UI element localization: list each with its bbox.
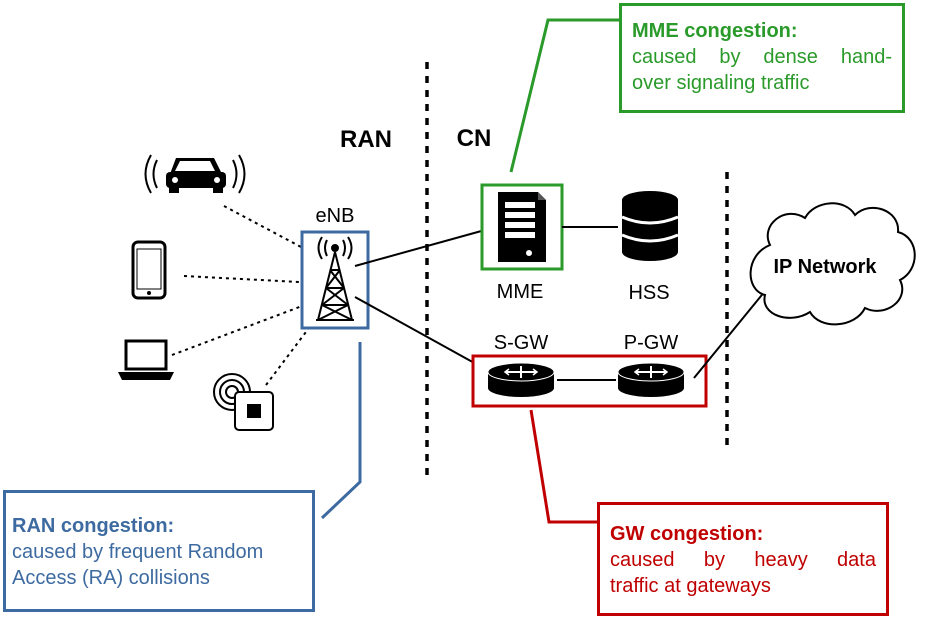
enb-sgw-link [354,296,488,371]
mme-congestion-line2: over signaling traffic [632,72,810,94]
ran-congestion-callout: RAN congestion: caused by frequent Rando… [3,490,315,612]
pgw-label: P-GW [624,332,679,354]
ran-congestion-line1: caused by frequent Random [12,541,264,563]
ran-congestion-line2: Access (RA) collisions [12,567,210,589]
mme-congestion-line1: caused by dense hand- [632,46,892,68]
ran-section-label: RAN [340,126,392,153]
ran-congestion-title: RAN congestion: [12,515,175,537]
gw-congestion-line2: traffic at gateways [610,575,771,597]
cn-section-label: CN [457,125,492,152]
ran-callout-connector [320,342,362,520]
device-links [171,205,319,386]
mme-congestion-title: MME congestion: [632,20,798,42]
hss-label: HSS [628,282,669,304]
enb-mme-link [354,229,486,267]
database-icon [621,191,679,261]
sgw-router-icon [487,362,555,397]
cloud-icon [749,202,916,326]
mme-node [480,183,564,271]
iot-sensor-icon [213,373,274,431]
enb-node [300,230,370,330]
gw-congestion-callout: GW congestion: caused by heavy data traf… [597,502,889,616]
sgw-label: S-GW [494,332,549,354]
ip-network-label: IP Network [774,256,878,278]
mme-callout-connector [509,18,619,173]
gw-congestion-line1: caused by heavy data [610,549,876,571]
mme-label: MME [497,281,544,303]
smartphone-icon [131,240,167,300]
gw-congestion-title: GW congestion: [610,523,764,545]
enb-label: eNB [316,205,355,227]
gw-callout-connector [529,409,597,524]
pgw-ip-link [693,284,771,379]
server-icon [498,192,546,262]
cell-tower-icon [316,236,354,321]
pgw-router-icon [617,362,685,397]
car-icon [144,154,246,194]
mme-congestion-callout: MME congestion: caused by dense hand- ov… [619,3,905,113]
laptop-icon [118,339,174,380]
